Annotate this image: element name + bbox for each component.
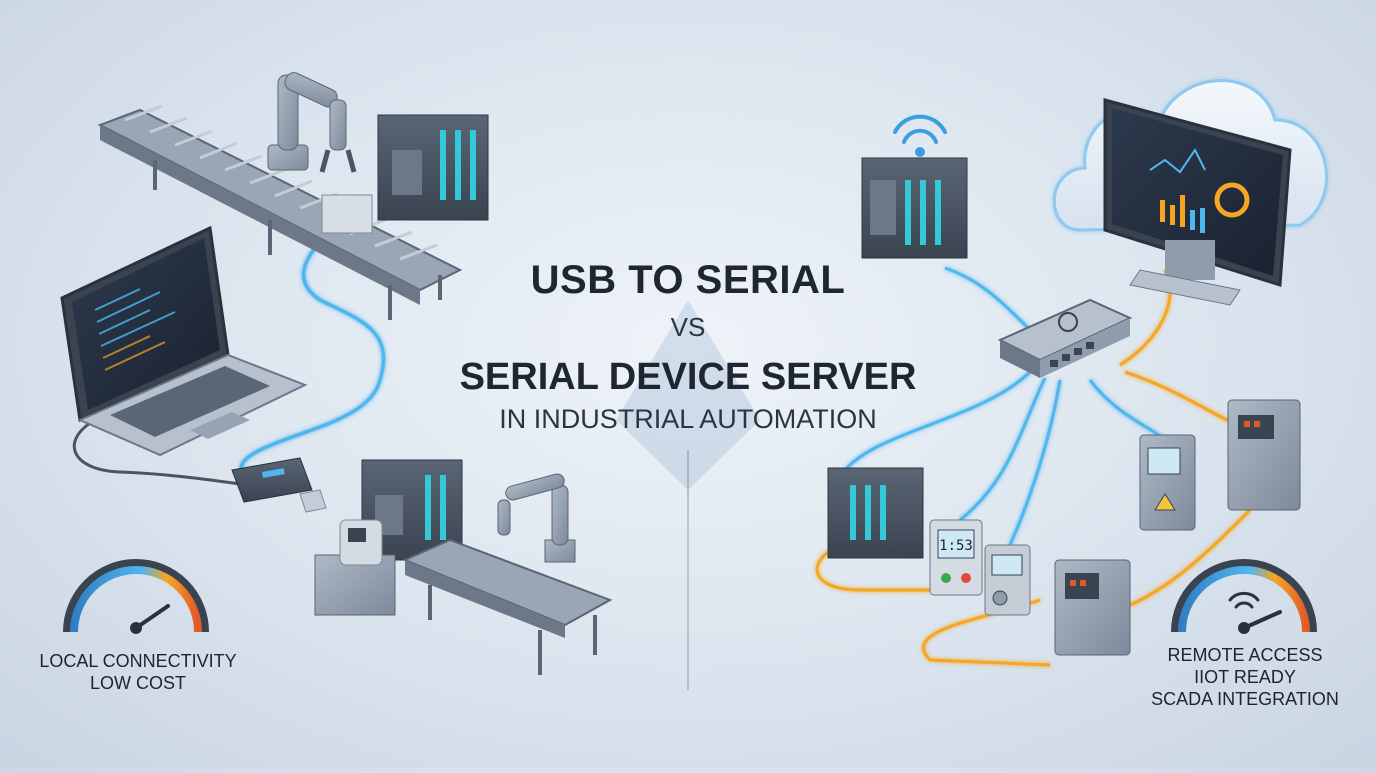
ethernet-cable	[959, 377, 1047, 522]
gauge-icon	[63, 559, 209, 634]
feature-item: REMOTE ACCESS	[1167, 645, 1323, 665]
meter-icon: 1:53	[929, 519, 983, 596]
robot-arm-icon	[497, 473, 576, 563]
monitor-icon	[1103, 98, 1292, 306]
usb-adapter-icon	[231, 457, 327, 513]
right-feature-list: REMOTE ACCESS IIOT READY SCADA INTEGRATI…	[1140, 644, 1350, 710]
wifi-icon	[893, 114, 947, 157]
serial-device-icon	[314, 519, 396, 616]
conveyor-icon	[97, 104, 463, 320]
vfd-drive-icon	[1139, 434, 1196, 531]
ethernet-cable	[843, 370, 1032, 471]
plc-icon	[861, 157, 968, 259]
conveyor-icon	[402, 538, 613, 675]
conveyor-box	[321, 194, 373, 234]
meter-display: 1:53	[939, 538, 973, 554]
title-line-2: SERIAL DEVICE SERVER	[459, 356, 917, 398]
network-switch-icon	[997, 298, 1133, 378]
robot-arm-icon	[267, 72, 357, 173]
gauge-icon	[1171, 559, 1317, 634]
plc-icon	[827, 467, 924, 559]
title-vs: VS	[670, 312, 706, 342]
feature-item: IIOT READY	[1194, 667, 1296, 687]
ethernet-cable	[1008, 379, 1062, 546]
left-feature-list: LOCAL CONNECTIVITY LOW COST	[28, 650, 248, 694]
meter-icon	[984, 544, 1031, 616]
feature-item: LOW COST	[89, 673, 186, 693]
usb-cable	[239, 208, 386, 480]
laptop-icon	[60, 225, 308, 457]
plc-icon	[377, 114, 489, 221]
title-subtitle: IN INDUSTRIAL AUTOMATION	[499, 404, 877, 434]
title-line-1: USB TO SERIAL	[530, 258, 846, 302]
ethernet-cable	[944, 266, 1032, 332]
vfd-drive-icon	[1227, 399, 1301, 511]
laptop-usb-cord	[72, 418, 241, 486]
feature-item: LOCAL CONNECTIVITY	[39, 651, 237, 671]
wifi-icon	[1228, 591, 1260, 609]
feature-item: SCADA INTEGRATION	[1151, 689, 1339, 709]
vfd-drive-icon	[1054, 559, 1131, 656]
watermark-logo	[616, 300, 760, 490]
